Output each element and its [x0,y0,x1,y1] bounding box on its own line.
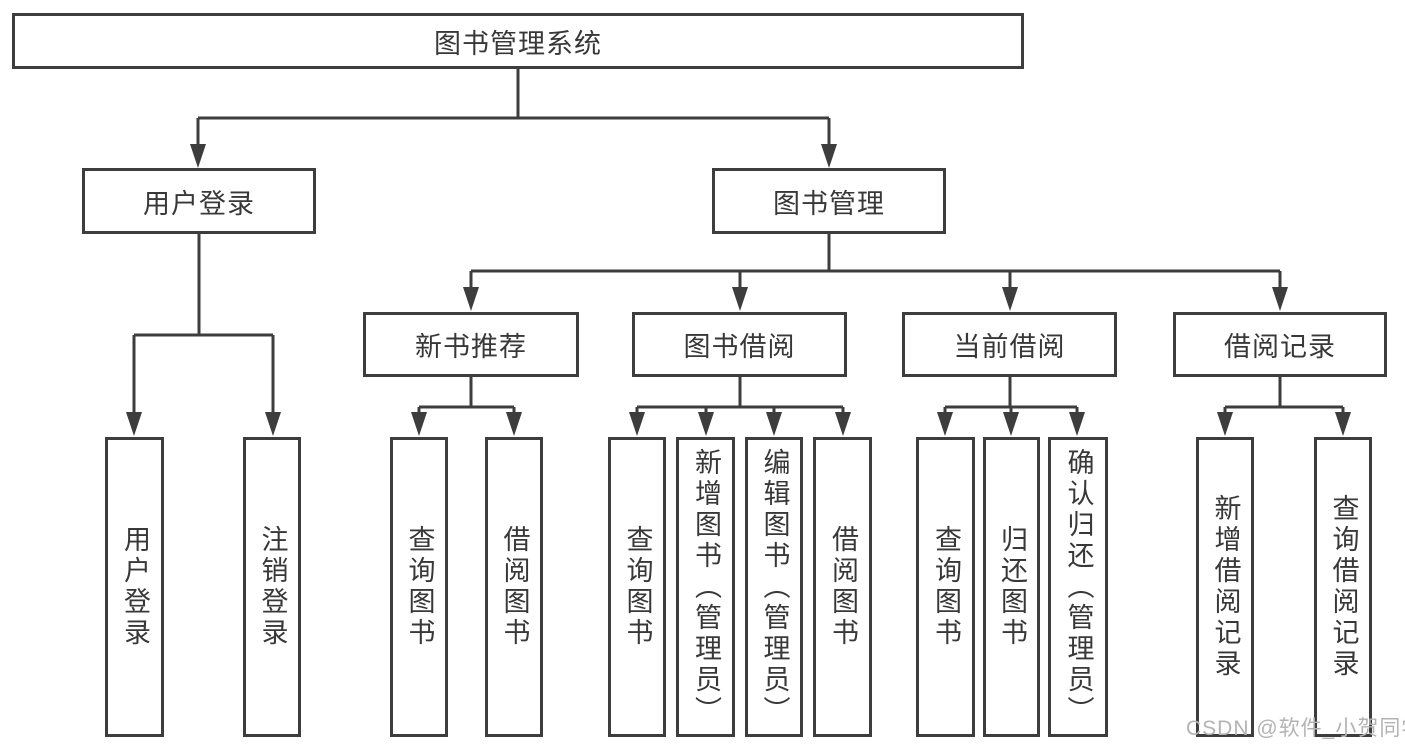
leaf-query-borrow-record: 查询借阅记录 [1314,437,1372,737]
node-borrow-records-label: 借阅记录 [1224,332,1336,362]
leaf-return-book: 归还图书 [983,437,1040,737]
node-new-book-recommend-label: 新书推荐 [415,332,527,362]
node-book-borrowing-label: 图书借阅 [683,332,796,362]
leaf-borrow-books-recommend: 借阅图书 [485,437,543,737]
node-book-borrowing: 图书借阅 [632,312,847,377]
leaf-borrow-books-borrowing-label: 借阅图书 [828,525,858,649]
leaf-add-borrow-record: 新增借阅记录 [1196,437,1254,737]
leaf-logout: 注销登录 [243,437,301,737]
node-borrow-records: 借阅记录 [1173,312,1387,377]
leaf-confirm-return-admin: 确认归还（管理员） [1048,437,1108,737]
node-current-borrowing: 当前借阅 [902,312,1117,377]
leaf-user-login: 用户登录 [105,437,164,737]
csdn-watermark: CSDN @软件_小贺同学 [1186,717,1405,740]
node-root-label: 图书管理系统 [434,28,602,59]
leaf-query-borrow-record-label: 查询借阅记录 [1328,494,1359,680]
leaf-query-books-borrowing: 查询图书 [608,437,666,737]
leaf-query-books-recommend: 查询图书 [390,437,448,737]
node-root: 图书管理系统 [12,13,1024,69]
leaf-query-books-current-label: 查询图书 [931,525,961,649]
node-user-login-label: 用户登录 [143,188,255,219]
leaf-user-login-label: 用户登录 [120,525,150,649]
leaf-query-books-current: 查询图书 [916,437,975,737]
leaf-borrow-books-borrowing: 借阅图书 [813,437,872,737]
leaf-edit-book-admin: 编辑图书（管理员） [745,437,803,737]
node-current-borrowing-label: 当前借阅 [953,332,1066,362]
leaf-logout-label: 注销登录 [257,525,288,649]
leaf-borrow-books-recommend-label: 借阅图书 [499,525,530,649]
node-user-login: 用户登录 [82,168,316,234]
node-book-management: 图书管理 [712,168,946,234]
node-new-book-recommend: 新书推荐 [363,312,579,377]
leaf-query-books-recommend-label: 查询图书 [404,525,435,649]
leaf-return-book-label: 归还图书 [997,525,1027,649]
leaf-edit-book-admin-label: 编辑图书（管理员） [759,447,790,727]
leaf-add-book-admin-label: 新增图书（管理员） [691,447,721,727]
leaf-add-borrow-record-label: 新增借阅记录 [1210,494,1241,680]
leaf-query-books-borrowing-label: 查询图书 [622,525,653,649]
node-book-management-label: 图书管理 [773,188,885,219]
leaf-confirm-return-admin-label: 确认归还（管理员） [1063,447,1094,727]
leaf-add-book-admin: 新增图书（管理员） [676,437,735,737]
